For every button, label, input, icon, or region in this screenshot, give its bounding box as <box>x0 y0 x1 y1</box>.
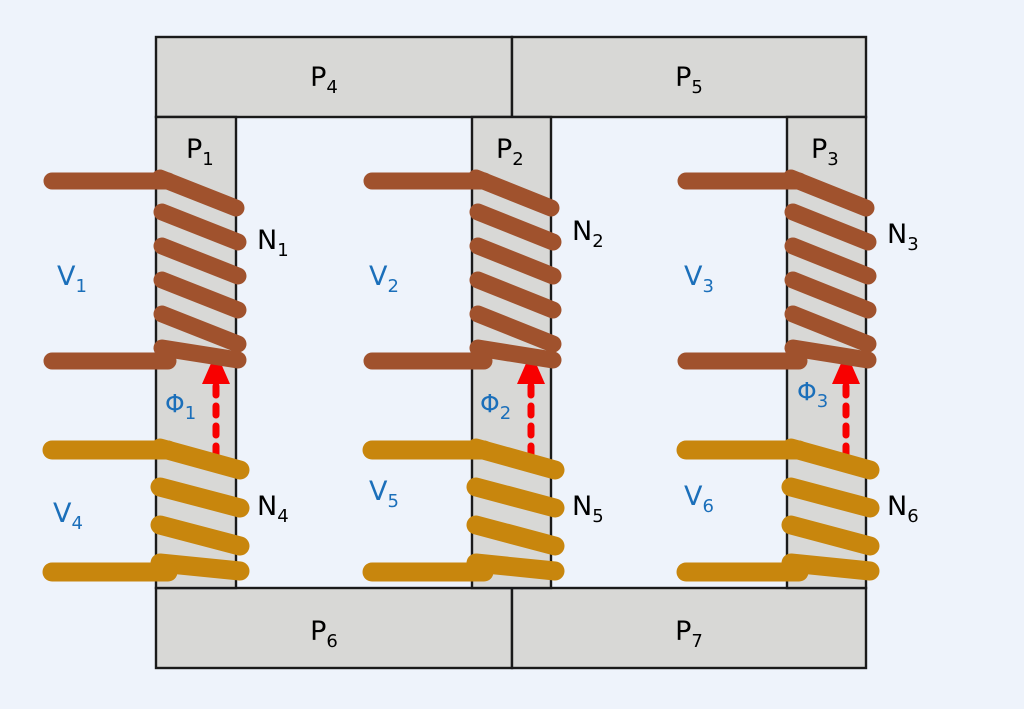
label-n1: N1 <box>257 225 289 261</box>
label-flux-1: Φ1 <box>165 389 196 424</box>
label-p3: P3 <box>811 134 839 170</box>
flux-arrow-3 <box>832 352 860 459</box>
lower-windings-group <box>42 438 880 582</box>
label-flux-3: Φ3 <box>797 377 828 412</box>
winding-n3 <box>677 169 877 370</box>
label-p5: P5 <box>675 62 703 98</box>
core-bottom-yoke-p6 <box>154 586 514 670</box>
flux-arrow-1 <box>202 352 230 459</box>
label-n3: N3 <box>887 219 919 255</box>
label-v5: V5 <box>369 476 399 512</box>
label-v3: V3 <box>684 261 714 297</box>
winding-n6 <box>676 438 880 582</box>
label-p4: P4 <box>310 62 338 98</box>
upper-windings-group <box>43 169 877 370</box>
winding-n4 <box>42 438 250 582</box>
label-v1: V1 <box>57 261 87 297</box>
label-n6: N6 <box>887 491 919 527</box>
flux-arrows-group <box>202 352 860 459</box>
label-p2: P2 <box>496 134 524 170</box>
label-n2: N2 <box>572 216 604 252</box>
core-bottom-yoke-p7 <box>510 586 868 670</box>
winding-n5 <box>362 438 565 582</box>
label-flux-2: Φ2 <box>480 389 511 424</box>
label-v2: V2 <box>369 261 399 297</box>
core-top-yoke-p4 <box>154 35 514 119</box>
label-n5: N5 <box>572 491 604 527</box>
label-v4: V4 <box>53 498 83 534</box>
label-p1: P1 <box>186 134 214 170</box>
flux-arrow-2 <box>517 352 545 459</box>
winding-n2 <box>363 169 562 370</box>
label-n4: N4 <box>257 491 289 527</box>
label-v6: V6 <box>684 481 714 517</box>
winding-n1 <box>43 169 247 370</box>
label-p6: P6 <box>310 616 338 652</box>
label-p7: P7 <box>675 616 703 652</box>
core-top-yoke-p5 <box>510 35 868 119</box>
